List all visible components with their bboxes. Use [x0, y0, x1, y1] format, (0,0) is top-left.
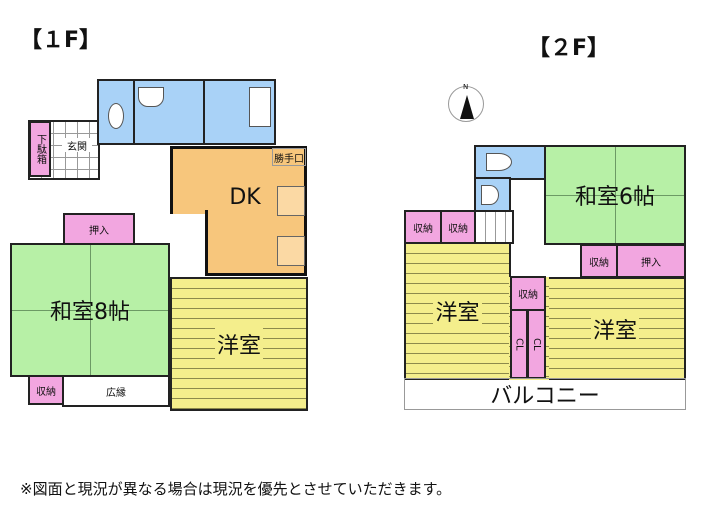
shuno-2f-2: 収納 — [440, 210, 476, 244]
compass-label: N — [463, 83, 469, 91]
sink-icon — [481, 185, 499, 205]
youshitsu-2f-right-label: 洋室 — [590, 312, 639, 345]
balcony: バルコニー — [404, 378, 686, 410]
bathtub-icon — [249, 87, 271, 127]
shuno-2f-3: 収納 — [580, 244, 618, 278]
washitsu-6: 和室6帖 — [544, 145, 686, 245]
genkan-label: 玄関 — [62, 138, 92, 153]
katteguchi-label[interactable]: 勝手口 — [272, 148, 306, 166]
washroom-1f — [133, 79, 205, 145]
toilet-1f — [97, 79, 135, 145]
kitchen-sink-icon — [277, 186, 305, 216]
toilet-2f — [474, 145, 546, 180]
shuno-2f-1: 収納 — [404, 210, 442, 244]
sink-icon — [138, 87, 164, 107]
youshitsu-1f-label: 洋室 — [214, 328, 263, 360]
shuno-1f: 収納 — [28, 375, 64, 405]
toilet-icon — [108, 103, 124, 129]
stove-icon — [277, 236, 305, 266]
youshitsu-2f-right: 洋室 — [544, 277, 686, 380]
youshitsu-2f-left: 洋室 — [404, 242, 511, 380]
bathroom-1f — [203, 79, 276, 145]
footnote: ※図面と現況が異なる場合は現況を優先とさせていただきます。 — [20, 480, 452, 498]
dk-label: DK — [229, 184, 261, 210]
closet-1: CL — [510, 309, 528, 379]
washitsu-8: 和室8帖 — [10, 243, 170, 377]
toilet-icon — [486, 153, 512, 171]
getabako: 下駄箱 — [29, 121, 51, 177]
hiroen: 広縁 — [62, 375, 170, 407]
compass-icon: N — [448, 83, 484, 122]
stairs-2f — [474, 210, 514, 244]
shuno-2f-4: 収納 — [510, 276, 546, 311]
oshiire-2f: 押入 — [616, 244, 686, 278]
floor2-title: 【２F】 — [528, 36, 610, 61]
closet-2: CL — [527, 309, 546, 379]
washroom-2f — [474, 177, 511, 212]
oshiire-1f: 押入 — [63, 213, 135, 245]
compass-needle — [460, 95, 474, 119]
floor1-title: 【１F】 — [20, 28, 102, 53]
youshitsu-2f-left-label: 洋室 — [433, 295, 482, 327]
youshitsu-1f: 洋室 — [170, 277, 308, 411]
